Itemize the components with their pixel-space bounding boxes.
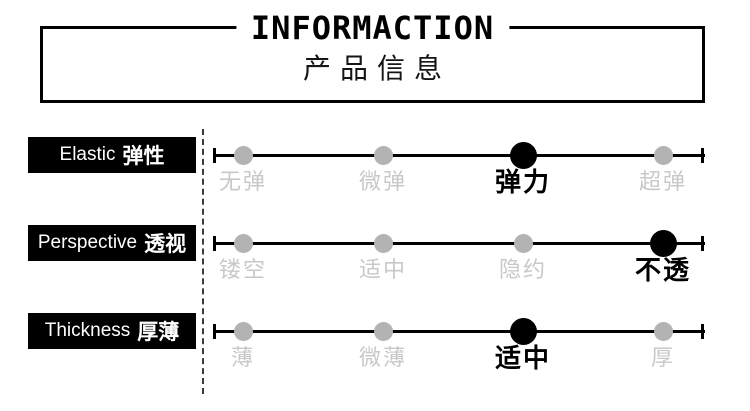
attribute-label-en: Elastic (59, 144, 116, 165)
scale-end-tick-left (213, 147, 216, 163)
selected-level-dot (649, 229, 677, 257)
scale-end-tick-left (213, 323, 216, 339)
attribute-label-en: Thickness (44, 320, 131, 341)
level-label: 适中 (358, 257, 407, 282)
page-title: INFORMACTION (235, 9, 510, 47)
selected-level-label: 适中 (494, 343, 551, 373)
level-dot (653, 321, 673, 341)
scale-track (215, 241, 705, 245)
scale-track (215, 329, 705, 333)
scale-end-tick-right (701, 323, 704, 339)
level-label: 薄 (230, 345, 255, 370)
scale-end-tick-left (213, 235, 216, 251)
level-dot (233, 233, 253, 253)
label-track-divider (202, 129, 204, 394)
level-label: 微弹 (358, 169, 407, 194)
level-dot (653, 145, 673, 165)
scale-end-tick-right (701, 147, 704, 163)
selected-level-dot (509, 141, 537, 169)
scale-track (215, 153, 705, 157)
attribute-label-zh: 弹性 (122, 145, 165, 168)
header-box: INFORMACTION 产品信息 (40, 9, 705, 103)
level-dot (373, 145, 393, 165)
attribute-label-en: Perspective (37, 232, 138, 253)
level-label: 镂空 (218, 257, 267, 282)
level-dot (373, 321, 393, 341)
selected-level-label: 弹力 (494, 167, 551, 197)
attribute-label-zh: 厚薄 (137, 321, 180, 344)
level-dot (233, 145, 253, 165)
level-dot (513, 233, 533, 253)
page-subtitle: 产品信息 (302, 53, 451, 84)
scale-end-tick-right (701, 235, 704, 251)
level-dot (233, 321, 253, 341)
level-label: 无弹 (218, 169, 267, 194)
selected-level-label: 不透 (634, 255, 691, 285)
attribute-label: Elastic 弹性 (28, 137, 196, 173)
level-label: 微薄 (358, 345, 407, 370)
level-label: 厚 (650, 345, 675, 370)
level-label: 隐约 (498, 257, 547, 282)
attribute-label: Thickness 厚薄 (28, 313, 196, 349)
level-dot (373, 233, 393, 253)
attribute-label: Perspective 透视 (28, 225, 196, 261)
selected-level-dot (509, 317, 537, 345)
attribute-label-zh: 透视 (144, 233, 187, 256)
level-label: 超弹 (638, 169, 687, 194)
